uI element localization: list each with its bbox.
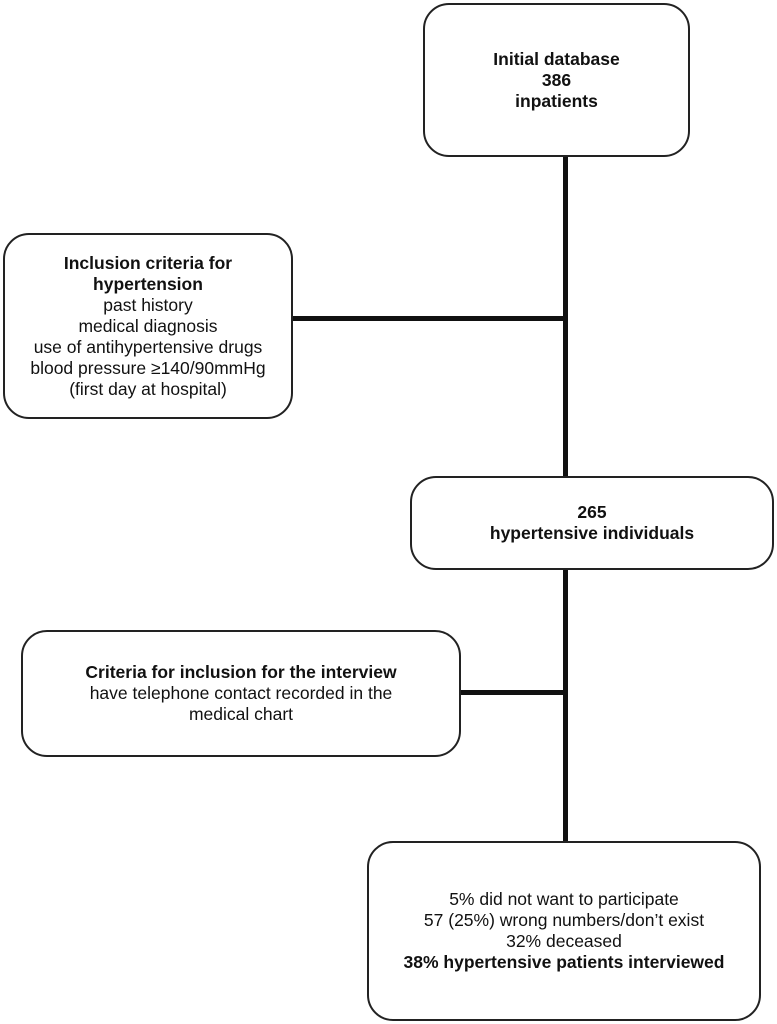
criteria-item-first-day: (first day at hospital) xyxy=(69,378,227,399)
hypertensive-label: hypertensive individuals xyxy=(489,523,695,543)
outcome-wrong-numbers: 57 (25%) wrong numbers/don’t exist xyxy=(423,910,705,930)
interview-criteria-title: Criteria for inclusion for the interview xyxy=(85,662,397,682)
hypertensive-count: 265 xyxy=(577,502,607,522)
criteria-item-medical-diagnosis: medical diagnosis xyxy=(78,315,218,336)
interview-criteria-box: Criteria for inclusion for the interview… xyxy=(21,630,461,757)
criteria-item-antihypertensive-drugs: use of antihypertensive drugs xyxy=(33,336,263,357)
outcome-deceased: 32% deceased xyxy=(506,931,622,951)
hypertension-criteria-box: Inclusion criteria for hypertension past… xyxy=(3,233,293,419)
hypertension-criteria-title-1: Inclusion criteria for xyxy=(63,252,233,273)
interview-criteria-line-1: have telephone contact recorded in the xyxy=(89,683,393,703)
initial-database-box: Initial database 386 inpatients xyxy=(423,3,690,157)
branch-line-hypertension-criteria xyxy=(291,316,568,321)
outcome-interviewed: 38% hypertensive patients interviewed xyxy=(403,952,725,972)
interview-outcome-box: 5% did not want to participate 57 (25%) … xyxy=(367,841,761,1021)
interview-criteria-line-2: medical chart xyxy=(188,704,294,724)
hypertensive-individuals-box: 265 hypertensive individuals xyxy=(410,476,774,570)
outcome-declined: 5% did not want to participate xyxy=(449,889,679,909)
branch-line-interview-criteria xyxy=(459,690,568,695)
hypertension-criteria-title-2: hypertension xyxy=(93,273,203,294)
criteria-item-past-history: past history xyxy=(103,294,193,315)
initial-database-unit: inpatients xyxy=(515,90,598,111)
main-trunk-line-bottom xyxy=(563,568,568,843)
initial-database-label: Initial database xyxy=(493,48,620,69)
criteria-item-blood-pressure: blood pressure ≥140/90mmHg xyxy=(30,357,266,378)
initial-database-count: 386 xyxy=(541,69,572,90)
